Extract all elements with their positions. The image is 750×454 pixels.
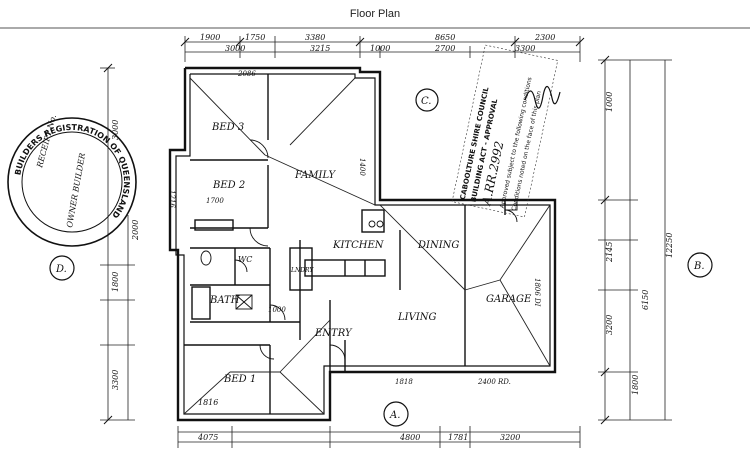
dim-int-1: 2086 (237, 70, 256, 78)
dim-top2-1: 3000 (225, 44, 245, 53)
approval-stamp: CABOOLTURE SHIRE COUNCIL BUILDING ACT - … (451, 44, 559, 218)
dim-bottom-4: 1781 (448, 433, 468, 442)
dim-top-1: 1900 (200, 33, 220, 42)
dim-bottom-5: 3200 (500, 433, 520, 442)
marker-c-label: C. (421, 96, 431, 107)
dim-top-2: 1750 (245, 33, 265, 42)
dim-int-6: 1818 (395, 378, 413, 386)
dim-right-2: 2145 (605, 242, 614, 263)
dim-right-3: 3200 (605, 315, 614, 335)
room-bath: BATH (209, 295, 240, 306)
dim-top-3: 3380 (305, 33, 325, 42)
top-dimensions (184, 36, 581, 62)
dim-right-4: 1800 (631, 375, 640, 395)
dim-int-4: 1216 (168, 190, 176, 208)
dim-right-1: 1000 (605, 92, 614, 112)
marker-a: A. (383, 401, 409, 427)
interior-walls (184, 74, 506, 414)
room-wc: WC (238, 255, 252, 264)
bottom-dimensions (177, 426, 581, 448)
dim-bottom-1: 1816 (198, 398, 218, 407)
right-dimensions (598, 59, 672, 421)
room-entry: ENTRY (314, 328, 353, 339)
dim-int-3: 1700 (206, 197, 224, 205)
room-family: FAMILY (294, 170, 336, 181)
marker-b-label: B. (693, 261, 705, 272)
room-garage: GARAGE (486, 294, 532, 305)
dim-top-5: 2300 (534, 33, 555, 42)
dim-bottom-2: 4075 (197, 433, 218, 442)
dim-top2-3: 1000 (370, 44, 390, 53)
room-kitchen: KITCHEN (332, 240, 385, 251)
room-bed2: BED 2 (212, 180, 245, 191)
roof-hip-lines (183, 77, 551, 415)
dim-right-5: 12250 (665, 233, 674, 258)
signature (524, 85, 561, 109)
dim-left-4: 3300 (111, 370, 120, 390)
marker-a-label: A. (389, 410, 400, 421)
fixtures (200, 199, 518, 310)
left-dimensions (100, 67, 135, 421)
dim-left-1: 3000 (111, 120, 120, 140)
marker-b: B. (687, 252, 713, 278)
room-living: LIVING (397, 312, 437, 323)
dimension-ticks (103, 37, 610, 425)
dim-top-4: 8650 (435, 33, 455, 42)
dim-left-2: 2000 (131, 220, 140, 241)
dim-int-5: 2400 RD. (477, 378, 511, 386)
dim-right-6: 6150 (641, 290, 650, 310)
marker-d-label: D. (55, 264, 67, 275)
dim-top2-5: 3300 (515, 44, 535, 53)
marker-d: D. (49, 255, 75, 281)
room-bed1: BED 1 (223, 374, 256, 385)
dim-int-8: 1806 DI (533, 278, 541, 307)
dim-bottom-3: 4800 (399, 433, 420, 442)
stamp-owner-builder: OWNER BUILDER (65, 152, 87, 228)
dim-top2-4: 2700 (434, 44, 455, 53)
room-bed3: BED 3 (211, 122, 244, 133)
page-title: Floor Plan (349, 8, 401, 20)
top-dimension-labels: 1900 1750 3380 8650 2300 3000 3215 1000 … (200, 33, 555, 53)
marker-c: C. (415, 88, 439, 112)
dim-top2-2: 3215 (310, 44, 330, 53)
dim-int-2: 1400 (358, 158, 366, 176)
dim-int-7: 1000 (268, 306, 286, 314)
room-dining: DINING (417, 240, 459, 251)
room-lndry: LNDRY (290, 267, 314, 274)
dim-left-3: 1800 (111, 272, 120, 292)
